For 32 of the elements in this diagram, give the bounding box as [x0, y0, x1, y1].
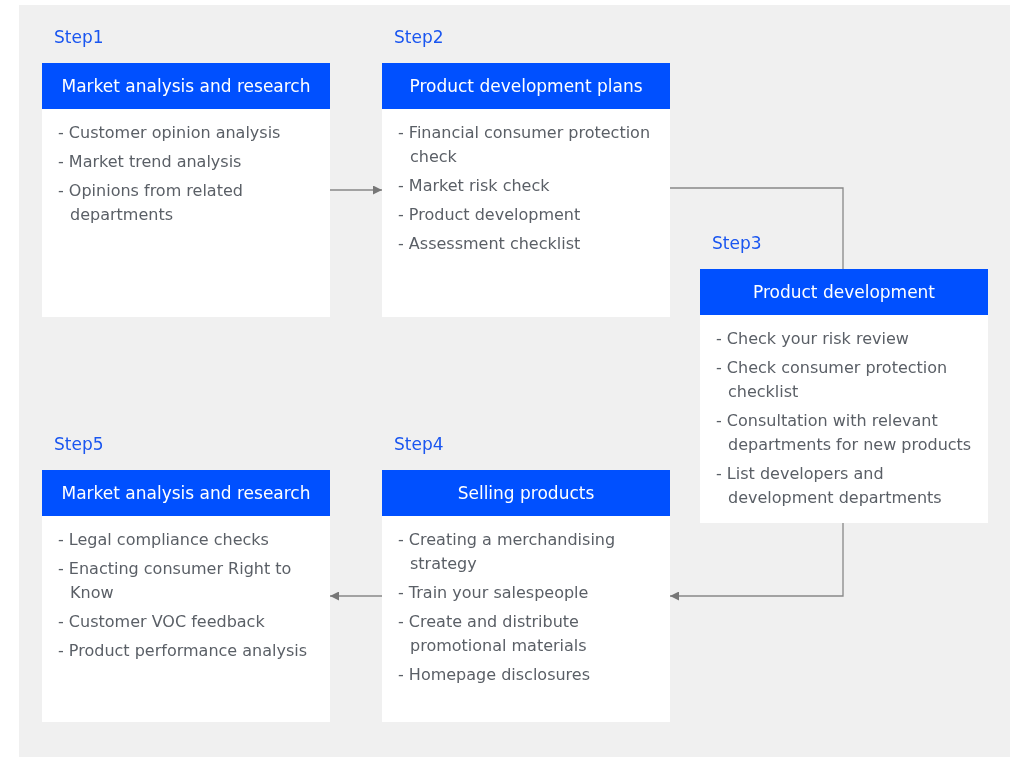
list-item: - Market risk check: [398, 175, 551, 197]
connector-arrow: [329, 591, 383, 601]
list-item: - Create and distribute promotional materials: [398, 611, 588, 657]
card-header: Market analysis and research: [42, 470, 330, 516]
step-label: Step4: [394, 434, 444, 454]
step-label: Step3: [712, 233, 762, 253]
card-header: Selling products: [382, 470, 670, 516]
list-item: - Assessment checklist: [398, 233, 582, 255]
list-item: - Creating a merchandising strategy: [398, 529, 617, 575]
list-item: - Product development: [398, 204, 582, 226]
list-item: - Legal compliance checks: [58, 529, 270, 551]
list-item: - Opinions from related departments: [58, 180, 244, 226]
card-header: Product development: [700, 269, 988, 315]
list-item: - List developers and development departments: [716, 463, 943, 509]
list-item: - Consultation with relevant departments for new products: [716, 410, 973, 456]
list-item: - Check consumer protection checklist: [716, 357, 949, 403]
list-item: - Homepage disclosures: [398, 664, 591, 686]
step-label: Step2: [394, 27, 444, 47]
list-item: - Financial consumer protection check: [398, 122, 652, 168]
list-item: - Train your salespeople: [398, 582, 590, 604]
connector-arrow: [329, 185, 383, 195]
list-item: - Market trend analysis: [58, 151, 243, 173]
list-item: - Product performance analysis: [58, 640, 309, 662]
list-item: - Customer opinion analysis: [58, 122, 282, 144]
list-item: - Customer VOC feedback: [58, 611, 266, 633]
list-item: - Check your risk review: [716, 328, 910, 350]
card-header: Product development plans: [382, 63, 670, 109]
list-item: - Enacting consumer Right to Know: [58, 558, 293, 604]
card-header: Market analysis and research: [42, 63, 330, 109]
step-label: Step5: [54, 434, 104, 454]
connector-arrow: [669, 522, 844, 601]
step-label: Step1: [54, 27, 104, 47]
